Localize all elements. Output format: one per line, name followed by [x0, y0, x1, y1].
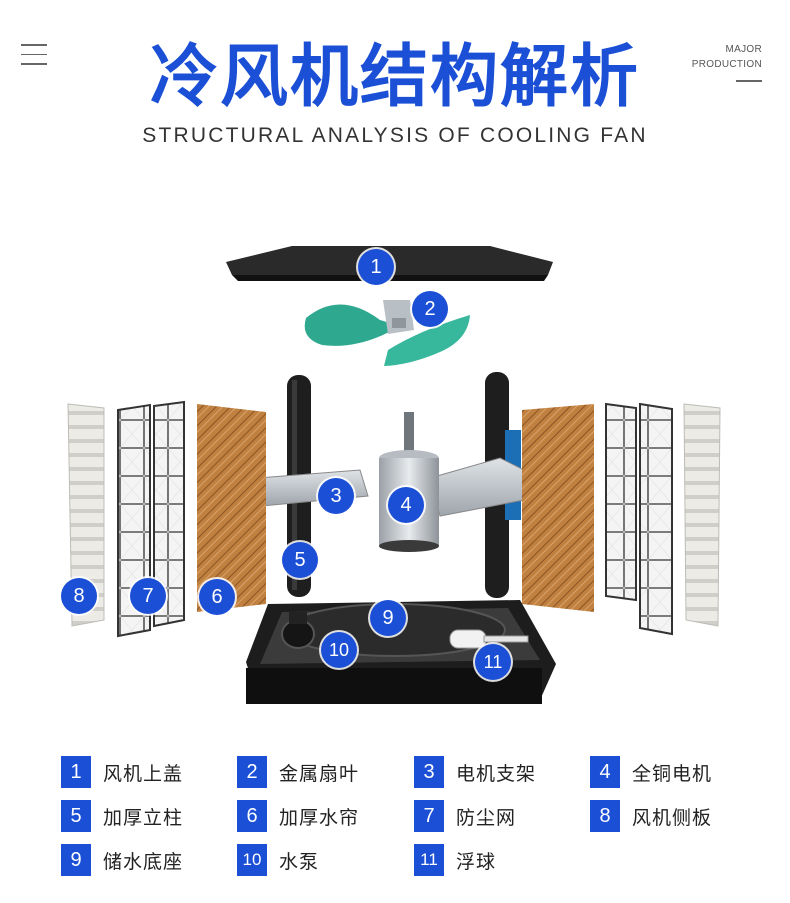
legend-number: 5 [61, 800, 91, 832]
badge-4: 4 [388, 487, 424, 523]
legend-item-9: 9 储水底座 [61, 844, 183, 876]
legend-item-11: 11 浮球 [414, 844, 496, 876]
legend-label: 水泵 [279, 850, 320, 873]
legend-number: 7 [414, 800, 444, 832]
legend-item-3: 3 电机支架 [414, 756, 536, 788]
corner-line-2: PRODUCTION [691, 59, 762, 70]
corner-line-1: MAJOR [725, 44, 762, 55]
legend-label: 浮球 [456, 850, 497, 873]
badge-9: 9 [370, 600, 406, 636]
fan-blades [304, 300, 470, 366]
right-water-pad [522, 404, 594, 612]
corner-label: MAJOR PRODUCTION [692, 42, 762, 82]
legend-label: 防尘网 [456, 806, 517, 829]
legend-item-6: 6 加厚水帘 [237, 800, 359, 832]
legend-label: 全铜电机 [632, 762, 713, 785]
badge-7: 7 [130, 578, 166, 614]
page-title: 冷风机结构解析 [149, 38, 640, 117]
page-subtitle: STRUCTURAL ANALYSIS OF COOLING FAN [142, 124, 648, 147]
menu-icon[interactable] [21, 44, 47, 65]
legend-label: 风机侧板 [632, 806, 713, 829]
right-side-panel [683, 403, 721, 627]
legend-item-5: 5 加厚立柱 [61, 800, 183, 832]
legend-label: 金属扇叶 [279, 762, 360, 785]
badge-1: 1 [358, 249, 394, 285]
legend-item-1: 1 风机上盖 [61, 756, 183, 788]
legend-number: 2 [237, 756, 267, 788]
left-side-panel [67, 403, 105, 627]
float-ball [449, 629, 529, 649]
right-dust-net-2 [639, 402, 673, 636]
legend-number: 1 [61, 756, 91, 788]
legend-number: 8 [590, 800, 620, 832]
legend-item-2: 2 金属扇叶 [237, 756, 359, 788]
legend-label: 电机支架 [456, 762, 537, 785]
badge-11: 11 [475, 644, 511, 680]
right-dust-net-1 [605, 402, 637, 602]
motor [379, 412, 439, 552]
badge-6: 6 [199, 579, 235, 615]
legend-number: 4 [590, 756, 620, 788]
badge-2: 2 [412, 291, 448, 327]
legend-label: 加厚水帘 [279, 806, 360, 829]
legend-number: 11 [414, 844, 444, 876]
badge-8: 8 [61, 578, 97, 614]
legend-number: 9 [61, 844, 91, 876]
legend-item-4: 4 全铜电机 [590, 756, 712, 788]
badge-10: 10 [321, 632, 357, 668]
legend-number: 3 [414, 756, 444, 788]
legend-item-10: 10 水泵 [237, 844, 319, 876]
water-pump [281, 612, 315, 649]
corner-underline [736, 80, 762, 82]
legend-number: 10 [237, 844, 267, 876]
left-water-pad [197, 404, 266, 612]
badge-3: 3 [318, 478, 354, 514]
legend-label: 加厚立柱 [103, 806, 184, 829]
legend-label: 储水底座 [103, 850, 184, 873]
legend-item-8: 8 风机侧板 [590, 800, 712, 832]
legend-item-7: 7 防尘网 [414, 800, 516, 832]
legend-number: 6 [237, 800, 267, 832]
badge-5: 5 [282, 542, 318, 578]
left-dust-net-2 [153, 400, 185, 628]
legend-label: 风机上盖 [103, 762, 184, 785]
